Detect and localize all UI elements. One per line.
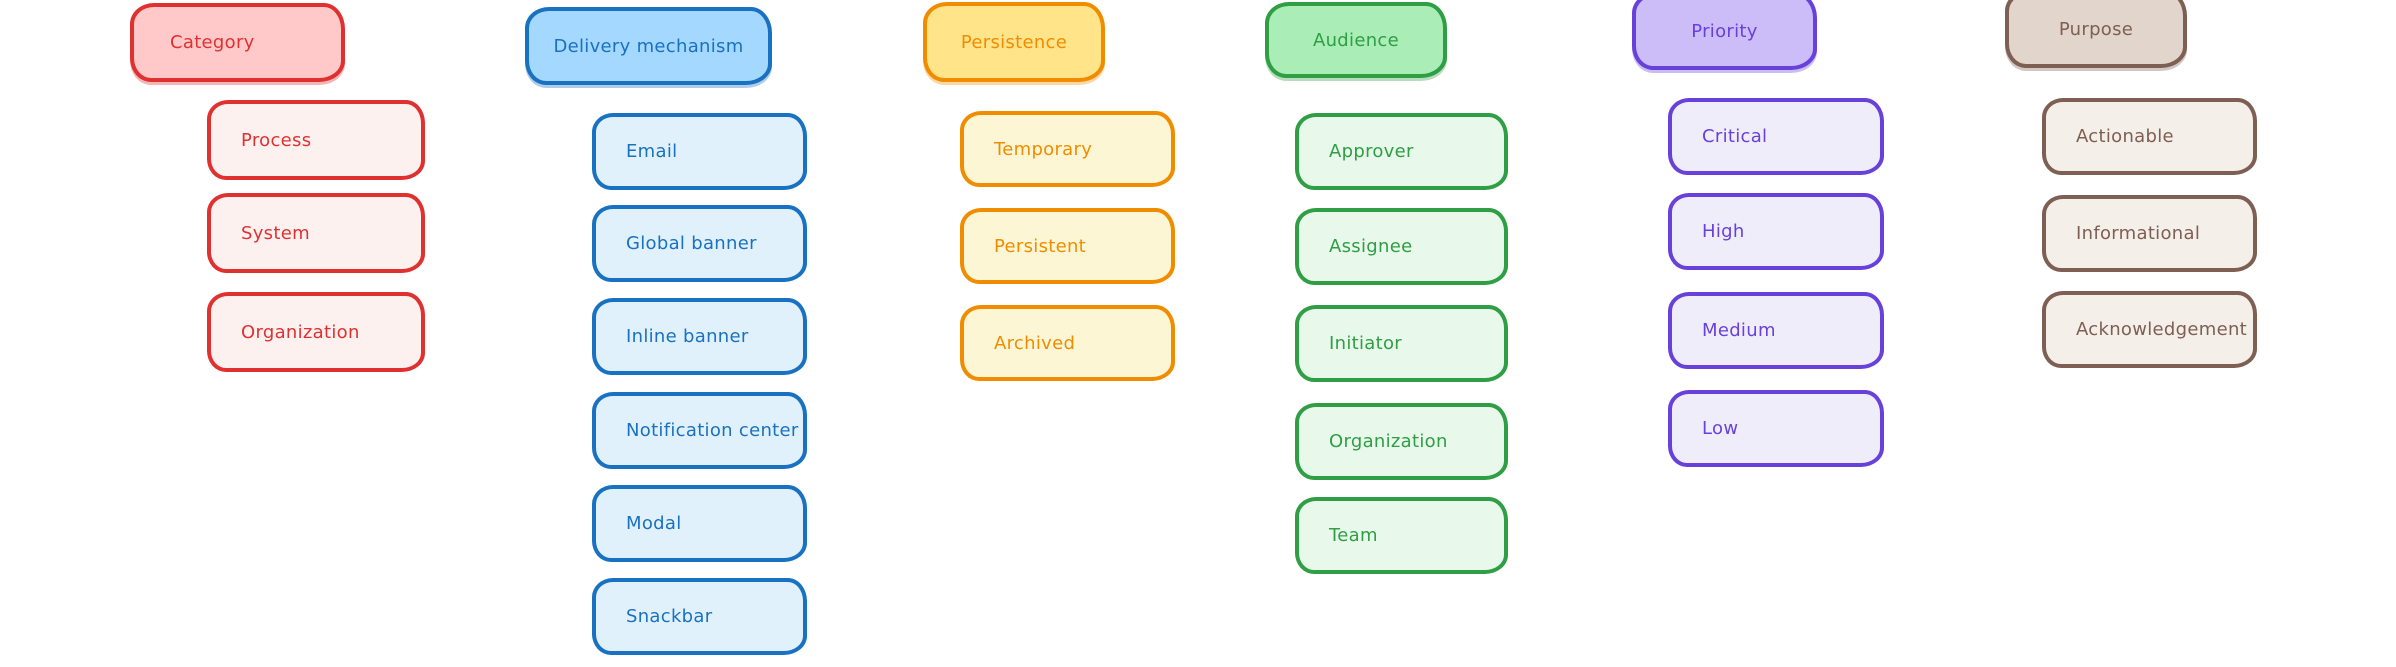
item-node-snackbar[interactable]: Snackbar [592,578,807,655]
header-label: Audience [1312,29,1399,51]
header-node-delivery-mechanism[interactable]: Delivery mechanism [525,7,772,85]
item-node-inline-banner[interactable]: Inline banner [592,298,807,375]
item-label: Email [626,141,678,162]
item-node-initiator[interactable]: Initiator [1295,305,1508,382]
item-label: High [1702,221,1745,242]
item-node-persistent[interactable]: Persistent [960,208,1175,284]
header-node-category[interactable]: Category [130,3,345,82]
item-node-process[interactable]: Process [207,100,425,180]
item-label: Persistent [994,235,1087,257]
item-node-critical[interactable]: Critical [1668,98,1884,175]
item-label: Actionable [2076,126,2174,147]
item-label: Acknowledgement [2076,319,2248,340]
item-node-system[interactable]: System [207,193,425,273]
header-node-persistence[interactable]: Persistence [923,2,1105,82]
header-label: Persistence [960,31,1068,53]
item-node-email[interactable]: Email [592,113,807,190]
item-label: Modal [626,513,682,534]
item-node-notification-center[interactable]: Notification center [592,392,807,469]
item-label: Organization [1329,431,1448,452]
item-node-modal[interactable]: Modal [592,485,807,562]
item-label: Informational [2076,223,2201,244]
item-label: Notification center [626,420,799,441]
item-node-actionable[interactable]: Actionable [2042,98,2257,175]
item-node-high[interactable]: High [1668,193,1884,270]
item-label: Global banner [626,233,757,254]
header-node-audience[interactable]: Audience [1265,2,1447,78]
item-label: Assignee [1329,236,1413,257]
item-label: Team [1329,525,1378,546]
header-node-purpose[interactable]: Purpose [2005,0,2187,68]
item-node-archived[interactable]: Archived [960,305,1175,381]
header-label: Category [170,32,255,53]
item-label: Inline banner [626,326,749,347]
item-node-approver[interactable]: Approver [1295,113,1508,190]
item-node-acknowledgement[interactable]: Acknowledgement [2042,291,2257,368]
item-label: Organization [241,321,360,343]
item-label: Temporary [994,138,1093,160]
header-label: Purpose [2058,18,2134,40]
item-label: Critical [1702,126,1768,147]
item-label: Process [241,129,312,151]
item-node-informational[interactable]: Informational [2042,195,2257,272]
item-node-global-banner[interactable]: Global banner [592,205,807,282]
header-label: Priority [1691,20,1758,42]
item-label: Approver [1329,141,1414,162]
item-label: Medium [1702,320,1776,341]
item-node-temporary[interactable]: Temporary [960,111,1175,187]
item-node-team[interactable]: Team [1295,497,1508,574]
item-label: System [241,222,310,244]
header-label: Delivery mechanism [553,35,744,57]
item-label: Archived [994,332,1076,354]
item-label: Low [1702,418,1739,439]
header-node-priority[interactable]: Priority [1632,0,1817,70]
item-node-assignee[interactable]: Assignee [1295,208,1508,285]
item-node-medium[interactable]: Medium [1668,292,1884,369]
item-label: Snackbar [626,606,713,627]
item-node-organization[interactable]: Organization [207,292,425,372]
item-node-organization[interactable]: Organization [1295,403,1508,480]
item-node-low[interactable]: Low [1668,390,1884,467]
item-label: Initiator [1329,333,1402,354]
